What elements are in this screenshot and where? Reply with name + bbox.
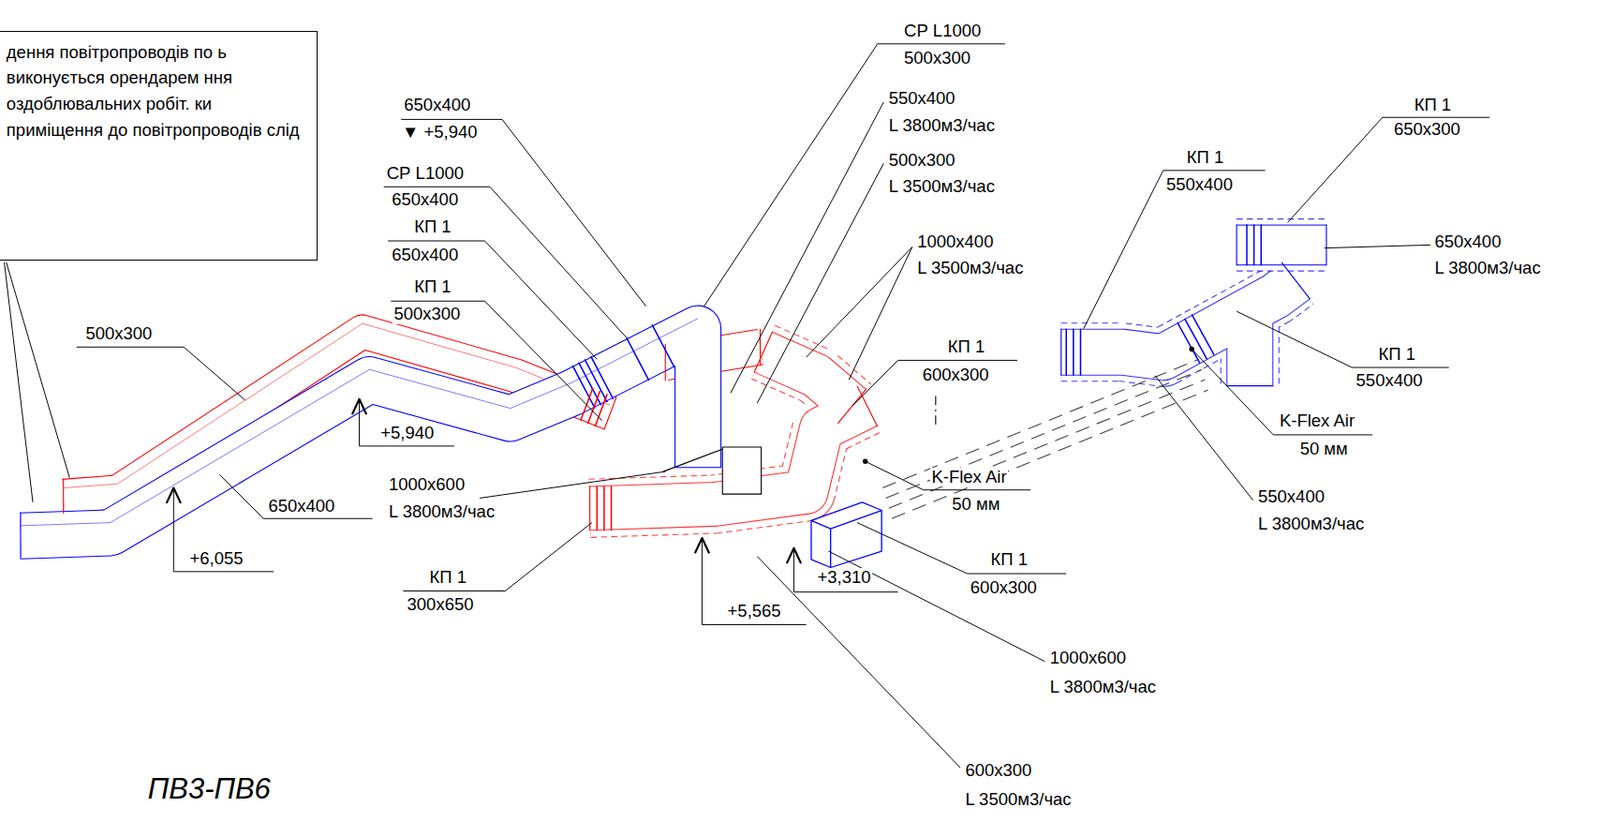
elevation-arrow xyxy=(166,399,801,563)
duct-end xyxy=(20,224,1327,560)
callout-label: L 3800м3/час xyxy=(1433,258,1541,278)
callout-label: 650x400 xyxy=(1433,232,1502,252)
callout-label: 600x300 xyxy=(921,365,991,385)
duct-insulation xyxy=(1061,280,1296,386)
callout-label: КП 1 xyxy=(1377,344,1418,364)
callout-label: 650x400 xyxy=(266,496,336,516)
callout-label: КП 1 xyxy=(413,217,453,237)
damper-fitting xyxy=(580,387,612,531)
callout-label: 550x400 xyxy=(1257,487,1326,506)
callout-label: 500x300 xyxy=(903,48,972,68)
callout-label: K-Flex Air xyxy=(1278,411,1356,430)
callout-label: 600x300 xyxy=(963,760,1033,780)
duct-fill xyxy=(1061,280,1296,386)
duct-box xyxy=(722,446,761,494)
callout-label: 650x400 xyxy=(402,95,472,115)
callout-label: СР L1000 xyxy=(903,21,982,41)
callout-label: K-Flex Air xyxy=(930,467,1008,487)
callout-label: КП 1 xyxy=(1413,95,1453,115)
callout-label: КП 1 xyxy=(1185,148,1226,167)
duct-insulation xyxy=(1236,218,1327,272)
callout-label: L 3500м3/час xyxy=(916,258,1024,278)
valve-box xyxy=(811,502,882,568)
callout-label: КП 1 xyxy=(947,337,987,356)
callout-label: 1000x600 xyxy=(1049,648,1127,667)
callout-label: 550x400 xyxy=(1165,175,1234,194)
callout-label: 50 мм xyxy=(1299,439,1349,459)
callout-label: L 3500м3/час xyxy=(888,177,996,196)
leader-dot xyxy=(1188,346,1194,352)
callout-label: КП 1 xyxy=(990,549,1030,569)
callout-label: L 3800м3/час xyxy=(1049,677,1157,697)
callout-label: ▼ +5,940 xyxy=(400,122,479,142)
duct-fill xyxy=(1061,280,1296,386)
callout-label: L 3800м3/час xyxy=(387,502,496,521)
callout-label: L 3500м3/час xyxy=(963,789,1072,809)
callout-label: 600x300 xyxy=(969,577,1038,597)
callout-label: 650x400 xyxy=(390,190,460,209)
note-text: дення повітропроводів по ь виконується о… xyxy=(6,39,312,144)
callout-label: 300x650 xyxy=(406,594,475,614)
callout-label: СР L1000 xyxy=(385,163,465,183)
callout-label: 500x300 xyxy=(888,150,957,170)
callout-label: 550x400 xyxy=(888,88,957,108)
drawing-title: ПВ3-ПВ6 xyxy=(148,771,271,806)
callout-label: +5,940 xyxy=(379,423,435,443)
duct-fill xyxy=(1236,225,1327,265)
leader-dot xyxy=(862,459,868,464)
callout-label: L 3800м3/час xyxy=(888,116,996,135)
callout-label: 500x300 xyxy=(84,324,153,343)
callout-label: 550x400 xyxy=(1355,370,1424,390)
damper-fitting xyxy=(572,224,1261,409)
callout-label: +5,565 xyxy=(726,601,783,621)
callout-label: +6,055 xyxy=(189,548,245,568)
exhaust-duct xyxy=(1061,280,1296,386)
callout-label: 650x400 xyxy=(390,245,460,265)
callout-label: 1000x400 xyxy=(916,232,994,252)
callout-label: +3,310 xyxy=(815,567,872,587)
duct-end xyxy=(63,328,878,532)
callout-label: 650x300 xyxy=(1392,119,1462,139)
callout-label: 50 мм xyxy=(950,494,1001,514)
callout-label: КП 1 xyxy=(429,567,469,587)
callout-label: L 3800м3/час xyxy=(1257,514,1365,534)
exhaust-duct xyxy=(1236,224,1327,267)
note-box: дення повітропроводів по ь виконується о… xyxy=(0,30,318,261)
callout-label: 500x300 xyxy=(392,304,461,324)
callout-label: КП 1 xyxy=(413,277,453,297)
axis-mark xyxy=(934,396,936,425)
duct-edge xyxy=(663,448,723,472)
insulated-run xyxy=(882,358,1208,519)
callout-label: 1000x600 xyxy=(387,474,466,494)
